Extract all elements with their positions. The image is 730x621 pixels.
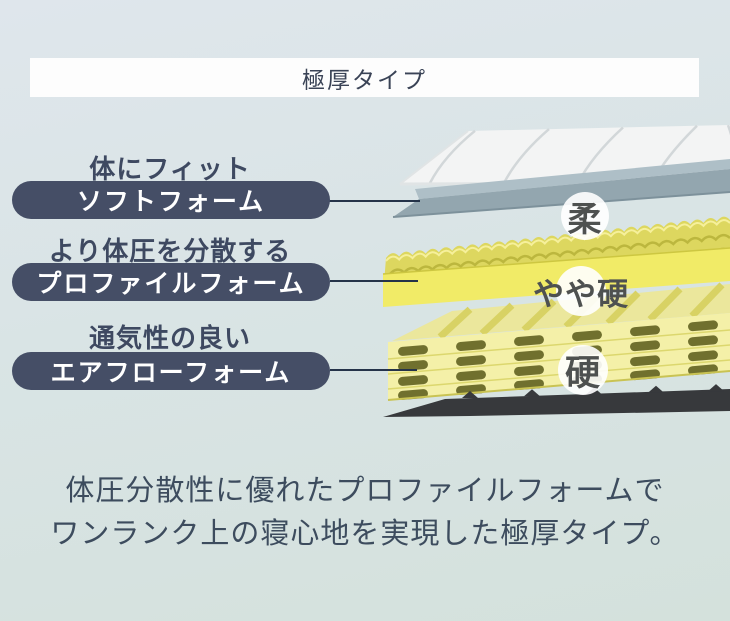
firmness-circle [556,266,606,316]
layer-heading-soft-foam: 体にフィット [89,154,251,184]
soft-foam-layer [392,159,730,218]
firmness-label-soft: 柔 [567,200,603,239]
firmness-badge-soft: 柔 [561,192,609,240]
connector-line-airflow-foam [330,369,417,371]
firmness-badge-medium: やや硬 [533,266,628,316]
layer-pill-profile-foam-label: プロファイルフォーム [36,270,306,298]
firmness-badge-firm: 硬 [558,345,608,395]
layer-heading-profile-foam: より体圧を分散する [48,236,292,266]
layer-heading-airflow-foam: 通気性の良い [88,323,251,353]
layer-pill-airflow-foam-label: エアフローフォーム [50,359,292,387]
firmness-label-medium: やや硬 [533,276,629,312]
profile-foam-layer [382,216,730,307]
layer-pill-airflow-foam: エアフローフォーム [12,352,330,390]
section-title: 極厚タイプ [302,67,427,93]
firmness-label-firm: 硬 [564,353,601,393]
layer-pill-soft-foam: ソフトフォーム [12,181,330,219]
connector-line-soft-foam [328,200,420,202]
caption-line-1: 体圧分散性に優れたプロファイルフォームで [65,475,665,507]
caption-line-2: ワンランク上の寝心地を実現した極厚タイプ。 [50,518,680,550]
layer-pill-profile-foam: プロファイルフォーム [12,263,330,301]
firmness-circle [561,192,609,240]
layer-pill-soft-foam-label: ソフトフォーム [76,188,266,216]
firmness-circle [558,345,608,395]
connector-line-profile-foam [330,280,418,282]
section-banner: 極厚タイプ [30,58,699,97]
airflow-foam-layer [387,282,730,401]
